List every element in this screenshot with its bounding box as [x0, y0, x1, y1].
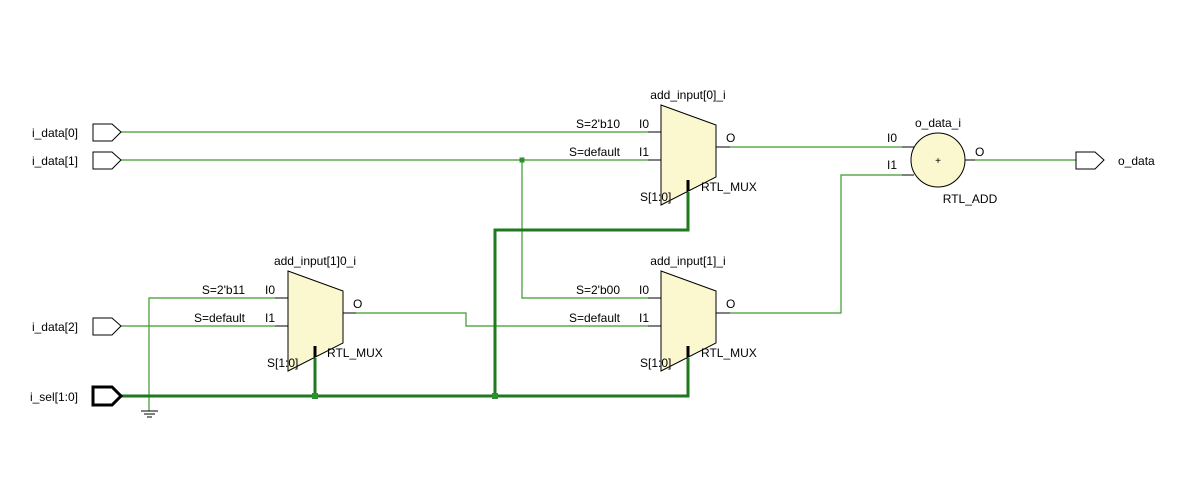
- input-port-i-sel[interactable]: i_sel[1:0]: [30, 385, 124, 407]
- pin-label-i1: I1: [265, 311, 275, 325]
- pin-label-i1: I1: [887, 158, 897, 172]
- input-port-i-data1[interactable]: i_data[1]: [32, 151, 122, 170]
- cell-instance-name: add_input[0]_i: [650, 88, 725, 102]
- net-i-sel-bus[interactable]: [121, 358, 690, 398]
- pin-label-s: S[1:0]: [640, 356, 671, 370]
- net-mux10-out[interactable]: [356, 312, 648, 327]
- net-mux1-out[interactable]: [730, 174, 902, 314]
- pin-label-o: O: [726, 297, 735, 311]
- port-label: i_data[1]: [32, 154, 78, 168]
- port-label: i_data[0]: [32, 126, 78, 140]
- ground-icon: [141, 410, 158, 418]
- cell-type: RTL_MUX: [327, 346, 383, 360]
- plus-icon: +: [935, 156, 941, 167]
- condition-i1: S=default: [569, 145, 621, 159]
- bus-input-port-icon: [91, 385, 124, 407]
- pin-label-i0: I0: [265, 283, 275, 297]
- pin-label-i0: I0: [639, 283, 649, 297]
- cell-type: RTL_MUX: [701, 180, 757, 194]
- output-port-icon: [1075, 151, 1105, 170]
- input-port-icon: [92, 317, 122, 336]
- mux-symbol: [287, 270, 344, 372]
- cell-instance-name: o_data_i: [915, 116, 961, 130]
- net-gnd[interactable]: [148, 297, 275, 411]
- mux-symbol: [660, 104, 717, 206]
- condition-i0: S=2'b11: [202, 283, 245, 297]
- mux-add-input0[interactable]: add_input[0]_i I0 I1 O S[1:0] S=2'b10 S=…: [569, 88, 757, 206]
- cell-type: RTL_MUX: [701, 346, 757, 360]
- pin-label-i1: I1: [639, 311, 649, 325]
- cell-instance-name: add_input[1]0_i: [274, 254, 356, 268]
- adder-symbol: [910, 132, 966, 188]
- port-label: i_sel[1:0]: [30, 390, 78, 404]
- mux-add-input1[interactable]: add_input[1]_i I0 I1 O S[1:0] S=2'b00 S=…: [569, 254, 757, 372]
- adder-o-data[interactable]: o_data_i + I0 I1 O RTL_ADD: [887, 116, 998, 206]
- pin-label-o: O: [726, 131, 735, 145]
- bus-junction: [312, 393, 318, 399]
- pin-label-i1: I1: [639, 145, 649, 159]
- cell-instance-name: add_input[1]_i: [650, 254, 725, 268]
- pin-label-i0: I0: [887, 131, 897, 145]
- input-port-i-data0[interactable]: i_data[0]: [32, 123, 122, 142]
- condition-i0: S=2'b00: [576, 283, 620, 297]
- condition-i1: S=default: [569, 311, 621, 325]
- mux-symbol: [660, 270, 717, 372]
- mux-add-input1-0[interactable]: add_input[1]0_i I0 I1 O S[1:0] S=2'b11 S…: [194, 254, 383, 372]
- output-port-o-data[interactable]: o_data: [1075, 151, 1155, 170]
- net-junction: [519, 157, 525, 163]
- port-label: o_data: [1118, 154, 1155, 168]
- pin-label-o: O: [353, 297, 362, 311]
- pin-label-o: O: [975, 145, 984, 159]
- input-port-icon: [92, 151, 122, 170]
- input-port-icon: [92, 123, 122, 142]
- net-i-data1-branch[interactable]: [521, 160, 648, 299]
- condition-i0: S=2'b10: [576, 117, 620, 131]
- port-label: i_data[2]: [32, 320, 78, 334]
- bus-junction: [492, 393, 498, 399]
- cell-type: RTL_ADD: [943, 192, 998, 206]
- condition-i1: S=default: [194, 311, 246, 325]
- pin-label-i0: I0: [639, 117, 649, 131]
- net-i-sel-to-mux0[interactable]: [493, 192, 690, 396]
- pin-label-s: S[1:0]: [640, 190, 671, 204]
- nets: [121, 131, 1076, 411]
- input-port-i-data2[interactable]: i_data[2]: [32, 317, 122, 336]
- pin-label-s: S[1:0]: [267, 356, 298, 370]
